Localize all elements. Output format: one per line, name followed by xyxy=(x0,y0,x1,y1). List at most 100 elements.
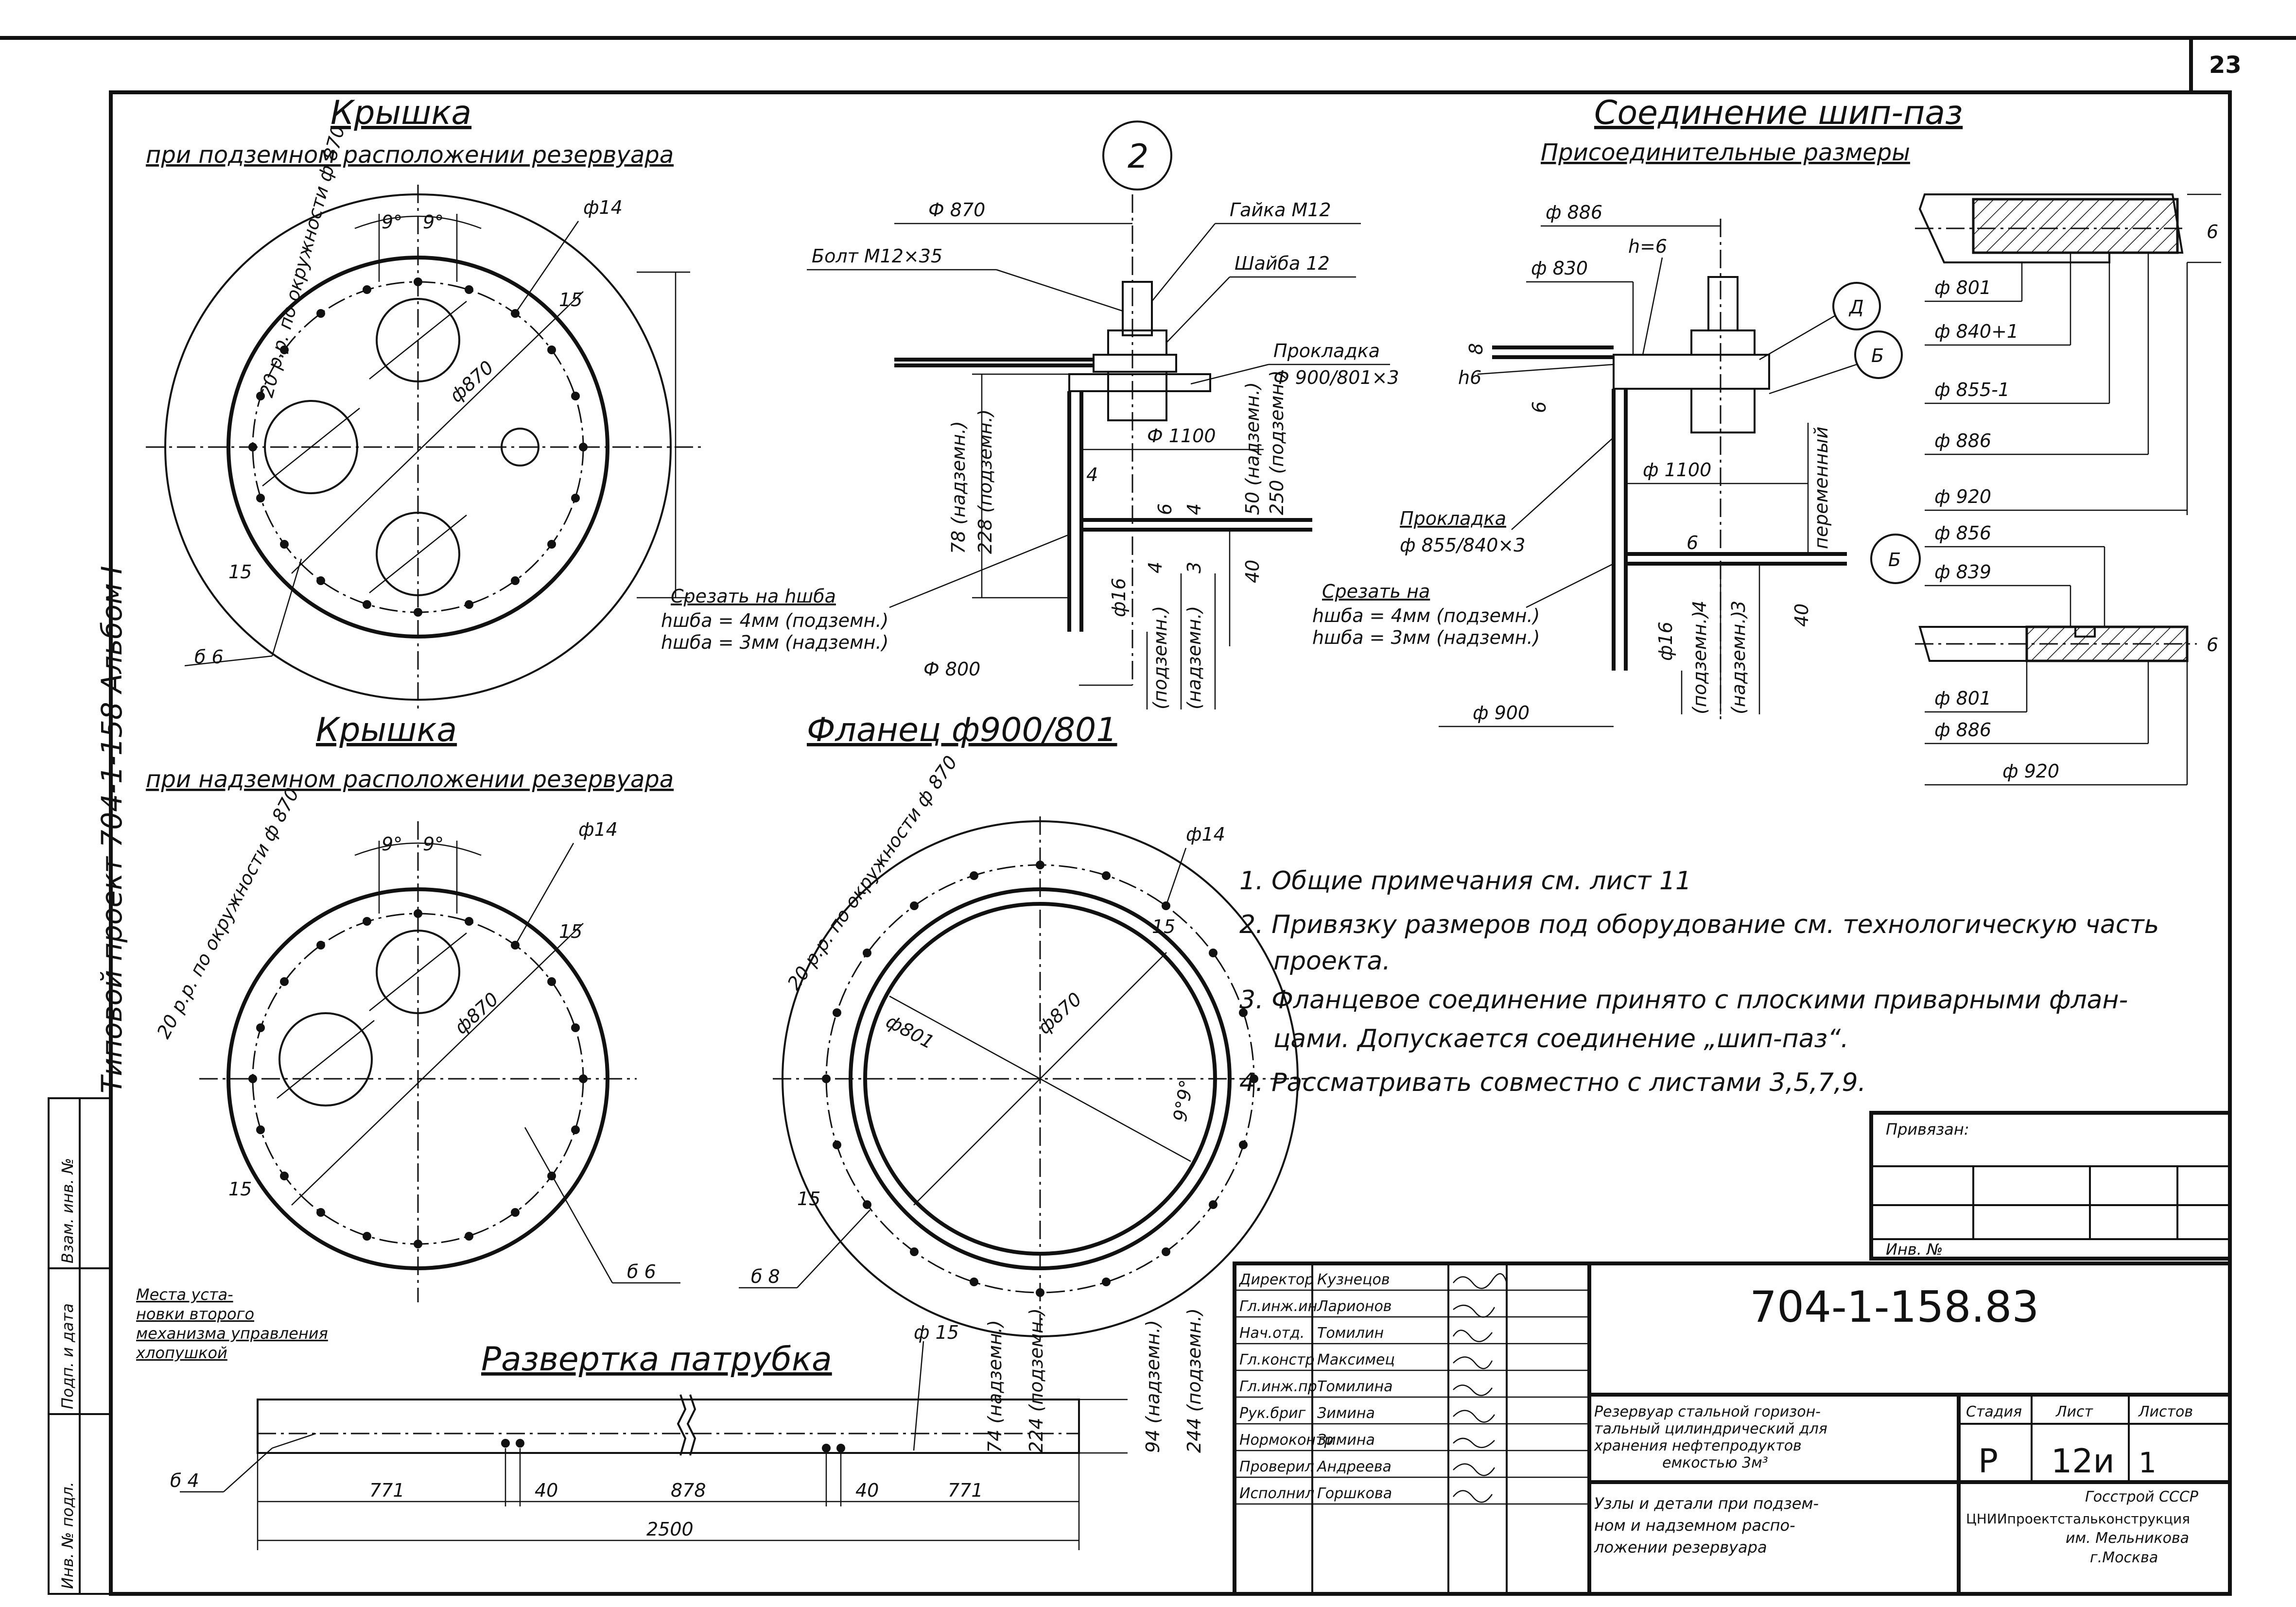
sheets-value: 1 xyxy=(2139,1446,2157,1479)
cu-thickness: б 6 xyxy=(194,646,224,668)
tg-under-a: (подземн.) xyxy=(1689,611,1710,714)
pd-s2: 40 xyxy=(535,1480,558,1501)
tg-d886: ф 886 xyxy=(1546,202,1602,223)
name-4: Томилина xyxy=(1317,1378,1392,1395)
tg-gasket-size: ф 855/840×3 xyxy=(1400,535,1525,556)
tg-v8: 8 xyxy=(1465,343,1487,355)
n2-v6: 6 xyxy=(1154,503,1176,515)
flange-dia-inner: ф801 xyxy=(883,1010,938,1053)
ca-thickness: б 6 xyxy=(627,1261,656,1282)
pd-note-3: механизма управления xyxy=(136,1324,328,1343)
name-5: Зимина xyxy=(1317,1405,1375,1422)
title-block: Директор Гл.инж.ин Нач.отд. Гл.констр Гл… xyxy=(1233,1261,2232,1596)
dp-top-4: ф 920 xyxy=(1934,486,1991,507)
ca-holes: 20 р.р. по окружности ф 870 xyxy=(153,784,303,1042)
pd-s5: 771 xyxy=(948,1480,983,1501)
tg-cut-1: hшба = 4мм (подземн.) xyxy=(1312,605,1540,626)
org-1: Госстрой СССР xyxy=(2085,1488,2199,1505)
pd-d15: ф 15 xyxy=(914,1322,959,1343)
node-2-section: 2 Ф 870 Гайка М12 Болт М12×35 Шайба 12 П… xyxy=(661,121,1399,709)
dp-top-2: ф 855-1 xyxy=(1934,379,2010,400)
dp-top-thk: 6 xyxy=(2207,221,2218,242)
n2-gasket-size: Ф 900/801×3 xyxy=(1273,367,1399,388)
tongue-groove-section: Соединение шип-паз Присоединительные раз… xyxy=(1312,94,1963,727)
n2-bolt: Болт М12×35 xyxy=(812,245,942,267)
tg-v6b: 6 xyxy=(1687,532,1698,553)
note-3b: цами. Допускается соединение „шип-паз“. xyxy=(1273,1024,1849,1054)
role-1: Гл.инж.ин xyxy=(1239,1298,1317,1315)
ca-angle-b: 9° xyxy=(423,833,444,855)
flange-dia-bolt: ф870 xyxy=(1034,988,1086,1038)
left-stamp-3: Взам. инв. № xyxy=(58,1158,77,1263)
role-2: Нач.отд. xyxy=(1239,1325,1305,1342)
tg-mark-d: Д xyxy=(1848,296,1864,318)
dp-top-3: ф 886 xyxy=(1934,430,1991,451)
cover-underground-subtitle: при подземном расположении резервуара xyxy=(146,141,674,169)
flange-angle: 9°9° xyxy=(1169,1078,1198,1123)
desc-1b: тальный цилиндрический для xyxy=(1594,1420,1827,1437)
side-title: Типовой проект 704-1-158 Альбом I xyxy=(95,566,128,1093)
cu-edge-b: 15 xyxy=(228,561,252,583)
doc-code: 704-1-158.83 xyxy=(1750,1282,2039,1332)
role-7: Проверил xyxy=(1239,1458,1314,1475)
dp-bottom-1: ф 839 xyxy=(1934,561,1991,583)
dp-bottom-2: ф 801 xyxy=(1934,688,1991,709)
desc-1a: Резервуар стальной горизон- xyxy=(1594,1403,1821,1420)
pd-title: Развертка патрубка xyxy=(481,1340,832,1379)
cu-hole-dia: ф14 xyxy=(583,197,623,218)
n2-cut-2: hшба = 3мм (надземн.) xyxy=(661,632,888,653)
dp-bottom-3: ф 886 xyxy=(1934,719,1991,741)
ca-angle-a: 9° xyxy=(382,833,402,855)
dp-top-0: ф 801 xyxy=(1934,277,1991,298)
ca-dia: ф870 xyxy=(451,988,503,1038)
flange-edge-a: 15 xyxy=(1152,916,1175,937)
signatures xyxy=(1452,1273,1508,1503)
dp-bottom-0: ф 856 xyxy=(1934,522,1991,544)
pd-note-1: Места уста- xyxy=(136,1285,233,1304)
node-2-marker: 2 xyxy=(1128,138,1148,176)
attached-box: Привязан: Инв. № xyxy=(1869,1111,2232,1261)
tg-v4: 4 xyxy=(1689,601,1710,612)
flange-hole-dia: ф14 xyxy=(1186,824,1225,845)
tg-v40: 40 xyxy=(1791,604,1812,627)
tg-cut-2: hшба = 3мм (надземн.) xyxy=(1312,627,1540,648)
n2-d16: ф16 xyxy=(1108,578,1130,617)
ca-edge-b: 15 xyxy=(228,1178,252,1200)
tg-subtitle: Присоединительные размеры xyxy=(1541,139,1910,166)
note-2: 2. Привязку размеров под оборудование см… xyxy=(1239,910,2159,939)
cover-aboveground-view: Крышка при надземном расположении резерв… xyxy=(146,711,680,1302)
flange-holes: 20 р.р. по окружности ф 870 xyxy=(783,752,961,994)
detail-profiles: 6 ф 801 ф 840+1 ф 855-1 ф 886 ф 920 Б 6 … xyxy=(1870,193,2221,786)
n2-gasket: Прокладка xyxy=(1273,340,1380,362)
dp-bottom-4: ф 920 xyxy=(2002,760,2059,782)
note-2b: проекта. xyxy=(1273,947,1391,976)
tg-under-b: (надземн.) xyxy=(1728,611,1749,714)
dp-top-1: ф 840+1 xyxy=(1934,321,2018,342)
desc-1d: емкостью 3м³ xyxy=(1662,1454,1768,1471)
name-3: Максимец xyxy=(1317,1351,1395,1368)
flange-edge-b: 15 xyxy=(797,1188,820,1210)
tg-h6: h=6 xyxy=(1628,236,1667,257)
n2-cut-title: Срезать на hшба xyxy=(671,586,836,607)
n2-d870: Ф 870 xyxy=(928,199,985,221)
pd-note-4: хлопушкой xyxy=(136,1344,227,1362)
pd-note-2: новки второго xyxy=(136,1305,254,1323)
pd-h94: 94 (надземн.) xyxy=(1142,1320,1164,1453)
desc-2c: ложении резервуара xyxy=(1594,1538,1767,1556)
left-stamp-strip: Инв. № подл. Подп. и дата Взам. инв. № xyxy=(48,1097,112,1595)
desc-1c: хранения нефтепродуктов xyxy=(1594,1437,1802,1454)
n2-nut: Гайка М12 xyxy=(1230,199,1331,221)
pd-total: 2500 xyxy=(646,1519,694,1540)
stage-header: Стадия xyxy=(1966,1403,2022,1420)
cu-edge-a: 15 xyxy=(559,289,582,311)
tg-gasket: Прокладка xyxy=(1400,508,1506,529)
name-2: Томилин xyxy=(1317,1325,1384,1342)
stage-value: Р xyxy=(1978,1442,1998,1481)
pd-s3: 878 xyxy=(671,1480,706,1501)
n2-under-a: (подземн.) xyxy=(1149,606,1171,709)
flange-view: Фланец ф900/801 20 р.р. по окружности ф … xyxy=(739,711,1307,1341)
ca-hole-dia: ф14 xyxy=(578,819,618,840)
tg-v6: 6 xyxy=(1529,401,1550,413)
sheet-frame xyxy=(109,90,2232,1596)
